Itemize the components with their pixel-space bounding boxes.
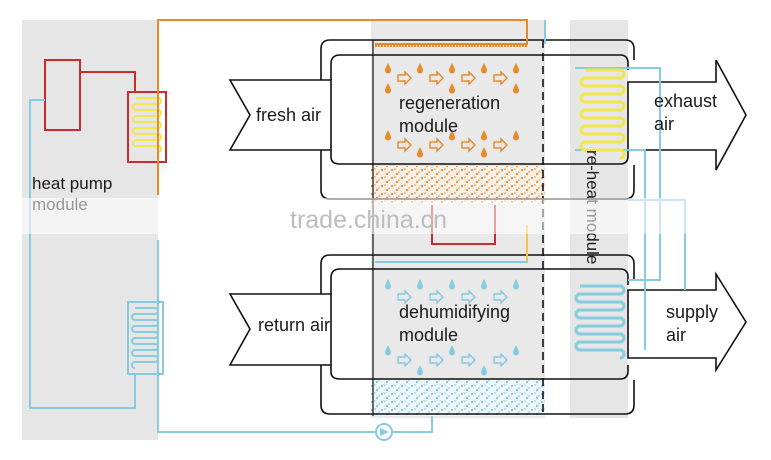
regeneration-label-line2: module — [399, 116, 458, 136]
condenser-box — [127, 91, 167, 163]
exhaust-label-line1: exhaust — [654, 91, 717, 111]
fresh-air-label: fresh air — [256, 105, 321, 125]
reheat-coil-yellow — [579, 68, 626, 160]
supply-label-line1: supply — [666, 302, 718, 322]
watermark: trade.china.cn — [290, 206, 447, 234]
supply-label-line2: air — [666, 325, 686, 345]
evaporator-coil — [131, 307, 159, 369]
blue-pipe-left — [29, 99, 136, 409]
exhaust-label-line2: air — [654, 114, 674, 134]
orange-pipe-top — [157, 19, 528, 195]
condenser-coil — [132, 97, 162, 153]
regeneration-label-line1: regeneration — [399, 93, 500, 113]
regeneration-housing-inner — [330, 54, 629, 165]
return-air-arrow — [228, 293, 332, 366]
supply-air-arrow — [627, 271, 747, 373]
dehumidifying-label-line1: dehumidifying — [399, 302, 510, 322]
watermark-band — [0, 198, 771, 234]
dehumidifying-housing-inner — [330, 268, 629, 380]
reheat-coil-blue — [574, 284, 626, 360]
return-air-label: return air — [258, 315, 330, 335]
heat-pump-label-line1: heat pump — [32, 174, 112, 193]
evaporator-box — [127, 301, 164, 375]
pump-icon — [375, 423, 393, 441]
dehumidifying-desiccant — [371, 380, 545, 416]
fresh-air-arrow — [228, 79, 332, 151]
regeneration-desiccant — [371, 166, 545, 204]
dehumidifying-label-line2: module — [399, 325, 458, 345]
dehumidifying-housing-outer — [320, 254, 635, 415]
heat-pump-compressor — [44, 59, 136, 131]
